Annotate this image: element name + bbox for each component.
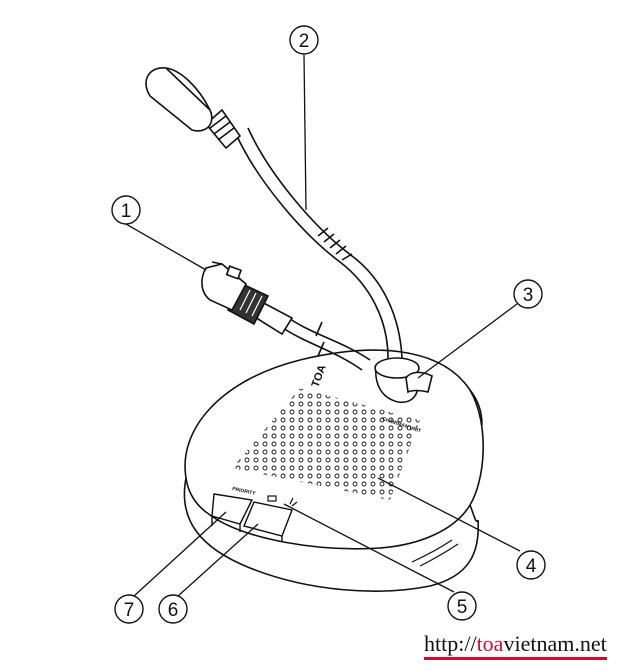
svg-text:3: 3 [523,285,534,306]
callout-4: 4 [516,550,546,580]
svg-text:6: 6 [168,600,179,621]
leader-2 [303,54,307,211]
svg-text:5: 5 [457,597,468,618]
priority-label: PRIORITY [232,486,257,497]
svg-text:7: 7 [124,600,135,621]
svg-text:4: 4 [526,556,537,577]
svg-text:2: 2 [299,31,310,52]
cable-connector [201,261,371,371]
leader-5 [283,503,455,593]
callout-leaders [125,54,521,597]
mic-socket [374,357,433,404]
watermark-suffix: .net [574,631,607,656]
rear-connector [411,539,459,567]
watermark-middle: vietnam [503,631,575,656]
gooseneck-microphone [145,67,403,359]
leader-4 [377,477,521,552]
watermark-accent: toa [476,631,504,656]
callout-6: 6 [158,594,188,624]
talk-indicator [267,495,298,507]
callout-5: 5 [447,591,477,621]
leader-1 [125,223,207,271]
leader-3 [417,303,518,379]
speaker-grille [232,388,420,500]
callout-1: 1 [111,195,141,225]
watermark-prefix: http:// [424,631,477,656]
watermark-underline [424,657,607,660]
callout-2: 2 [289,25,319,55]
leader-6 [177,523,259,597]
watermark-url: http://toavietnam.net [424,631,607,660]
svg-text:1: 1 [121,201,132,222]
callout-3: 3 [513,279,543,309]
leader-7 [133,511,227,597]
callout-7: 7 [114,594,144,624]
